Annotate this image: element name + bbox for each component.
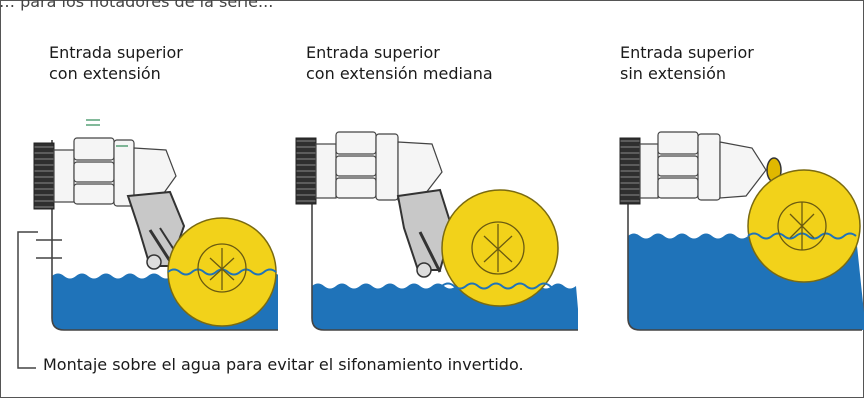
panel-3-title: Entrada superior sin extensión <box>620 42 754 84</box>
float-ball-3 <box>747 169 861 283</box>
panel-1-title-line2: con extensión <box>49 64 161 83</box>
float-arm-2 <box>396 188 454 273</box>
valve-body-3 <box>639 131 767 201</box>
panel-2-title-line1: Entrada superior <box>306 43 440 62</box>
thread-cap-2 <box>295 137 317 205</box>
tank-wall-2 <box>311 190 578 331</box>
caption-text: Montaje sobre el agua para evitar el sif… <box>43 355 524 374</box>
tank-wall-1 <box>51 238 278 331</box>
panel-3-title-line1: Entrada superior <box>620 43 754 62</box>
panel-3-title-line2: sin extensión <box>620 64 727 83</box>
thread-cap-3 <box>619 137 641 205</box>
tank-wall-3 <box>627 190 862 331</box>
panel-2-title-line2: con extensión mediana <box>306 64 493 83</box>
cropped-top-text: … para los flotadores de la serie... <box>0 0 274 11</box>
valve-body-1 <box>53 137 177 207</box>
thread-cap-1 <box>33 142 55 210</box>
panel-2-title: Entrada superior con extensión mediana <box>306 42 493 84</box>
float-ball-2 <box>441 189 563 307</box>
caption-bracket <box>17 231 38 369</box>
panel-2-illustration <box>295 131 578 331</box>
panel-1-illustration <box>17 119 278 369</box>
panel-1-title-line1: Entrada superior <box>49 43 183 62</box>
panel-3-illustration <box>619 131 864 331</box>
float-ball-1 <box>167 217 277 327</box>
valve-body-2 <box>315 131 443 201</box>
panel-1-title: Entrada superior con extensión <box>49 42 183 84</box>
